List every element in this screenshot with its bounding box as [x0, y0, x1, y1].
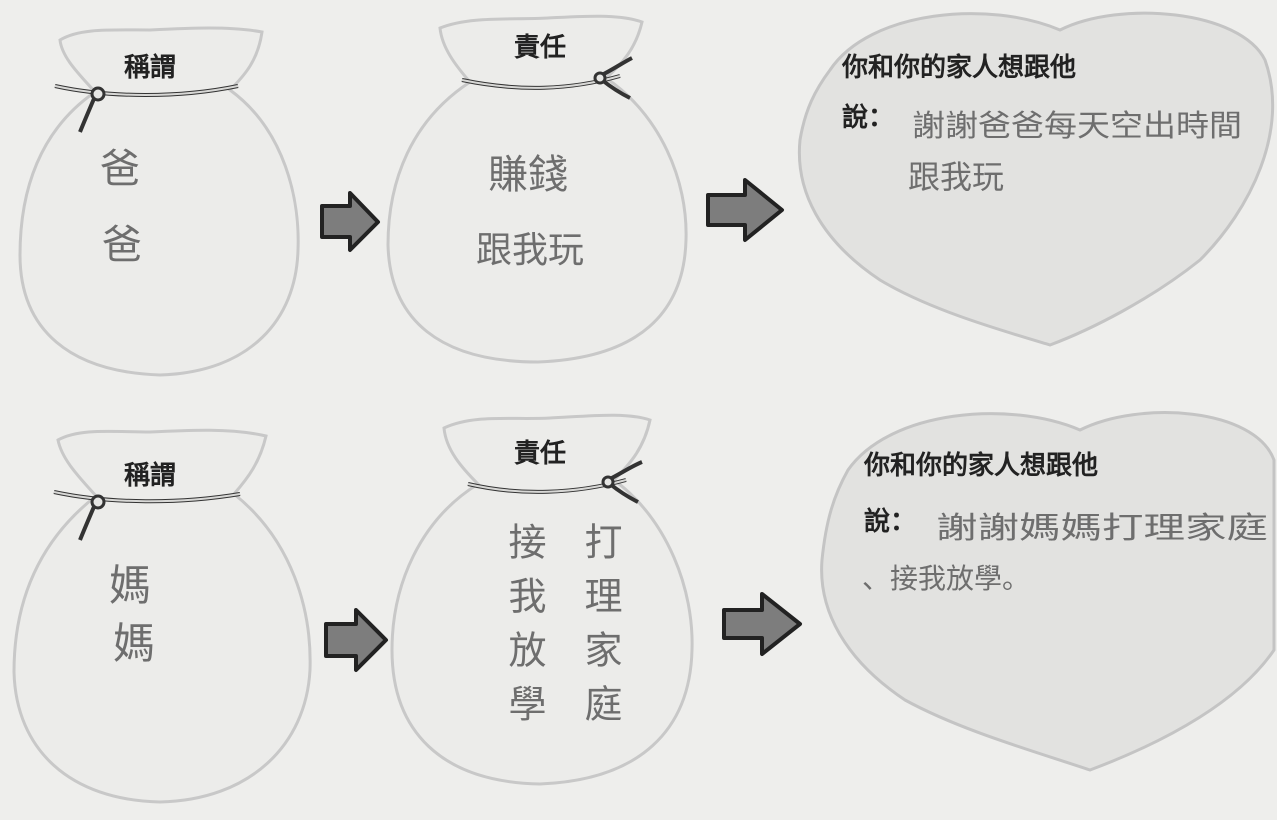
- bubble-say-label: 說：: [842, 102, 894, 133]
- bag-knot: [593, 71, 607, 85]
- duty-bag-row-2: 責任 打理家庭 接我放學: [390, 413, 694, 786]
- handwritten-title-line-1: 媽: [109, 561, 151, 610]
- message-bubble-row-2: 你和你的家人想跟他 說： 謝謝媽媽打理家庭 、接我放學。: [820, 411, 1276, 772]
- arrow-icon: [706, 178, 784, 242]
- heart-bubble-outline: [797, 11, 1275, 347]
- handwritten-title-line-2: 爸: [102, 222, 142, 268]
- bag-knot: [601, 475, 615, 489]
- handwritten-message-line-1: 謝謝爸爸每天空出時間: [912, 109, 1242, 144]
- title-bag-row-1: 稱謂 爸 爸: [18, 26, 300, 377]
- bag-knot: [90, 494, 106, 510]
- arrow-icon: [722, 592, 802, 656]
- title-label: 稱謂: [124, 52, 176, 83]
- handwritten-message-line-2: 跟我玩: [908, 158, 1004, 196]
- bag-outline: [18, 26, 300, 377]
- arrow-icon: [324, 608, 388, 672]
- bubble-say-label: 說：: [864, 506, 916, 537]
- duty-label: 責任: [514, 33, 566, 63]
- duty-label: 責任: [514, 439, 566, 469]
- duty-bag-row-1: 責任 賺錢 跟我玩: [386, 14, 688, 364]
- handwritten-duty-line-2: 跟我玩: [476, 230, 584, 271]
- handwritten-title-line-1: 爸: [100, 146, 140, 192]
- handwritten-duty-line-1: 賺錢: [488, 152, 568, 198]
- bubble-prompt: 你和你的家人想跟他: [863, 450, 1098, 481]
- arrow-icon: [320, 191, 380, 252]
- bag-outline: [390, 413, 694, 786]
- message-bubble-row-1: 你和你的家人想跟他 說： 謝謝爸爸每天空出時間 跟我玩: [797, 11, 1275, 347]
- bubble-prompt: 你和你的家人想跟他: [841, 52, 1076, 83]
- handwritten-message-line-1: 謝謝媽媽打理家庭: [936, 511, 1268, 546]
- handwritten-duty-column-1: 打理家庭: [578, 522, 622, 738]
- title-bag-row-2: 稱謂 媽 媽: [12, 428, 312, 804]
- handwritten-message-line-2: 、接我放學。: [862, 562, 1030, 595]
- bag-outline: [386, 14, 688, 364]
- bag-knot: [90, 86, 106, 102]
- heart-bubble-outline: [820, 411, 1276, 772]
- title-label: 稱謂: [124, 460, 176, 491]
- handwritten-duty-column-2: 接我放學: [502, 522, 546, 738]
- handwritten-title-line-2: 媽: [113, 619, 155, 668]
